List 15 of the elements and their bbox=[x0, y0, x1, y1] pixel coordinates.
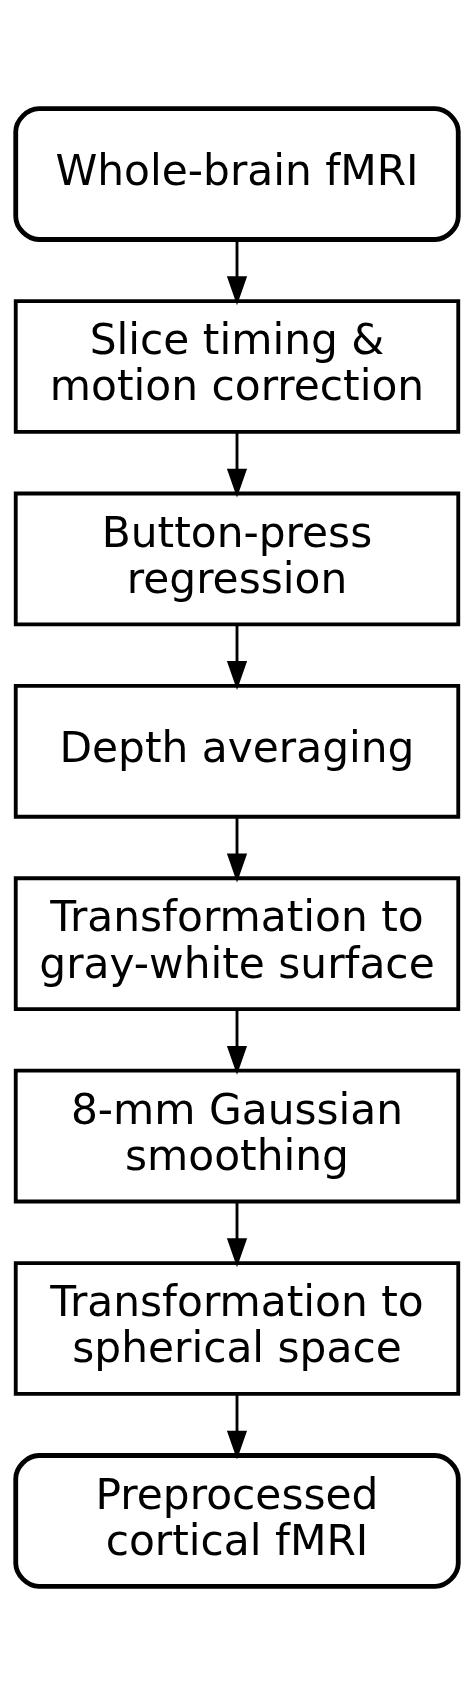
arrow bbox=[226, 1393, 248, 1460]
node-box: Whole-brain fMRI bbox=[13, 105, 461, 242]
node-box: Depth averaging bbox=[13, 683, 461, 819]
node-box: Preprocessed cortical fMRI bbox=[13, 1452, 461, 1589]
arrow bbox=[226, 239, 248, 305]
node-box: Slice timing & motion correction bbox=[13, 298, 461, 434]
arrow bbox=[226, 1201, 248, 1267]
node-box: Button-press regression bbox=[13, 491, 461, 626]
node-box: Transformation to spherical space bbox=[13, 1260, 461, 1396]
arrow bbox=[226, 816, 248, 882]
node-box: Transformation to gray-white surface bbox=[13, 875, 461, 1011]
node-box: 8-mm Gaussian smoothing bbox=[13, 1068, 461, 1203]
arrow bbox=[226, 431, 248, 498]
arrow bbox=[226, 1008, 248, 1075]
arrow bbox=[226, 624, 248, 690]
